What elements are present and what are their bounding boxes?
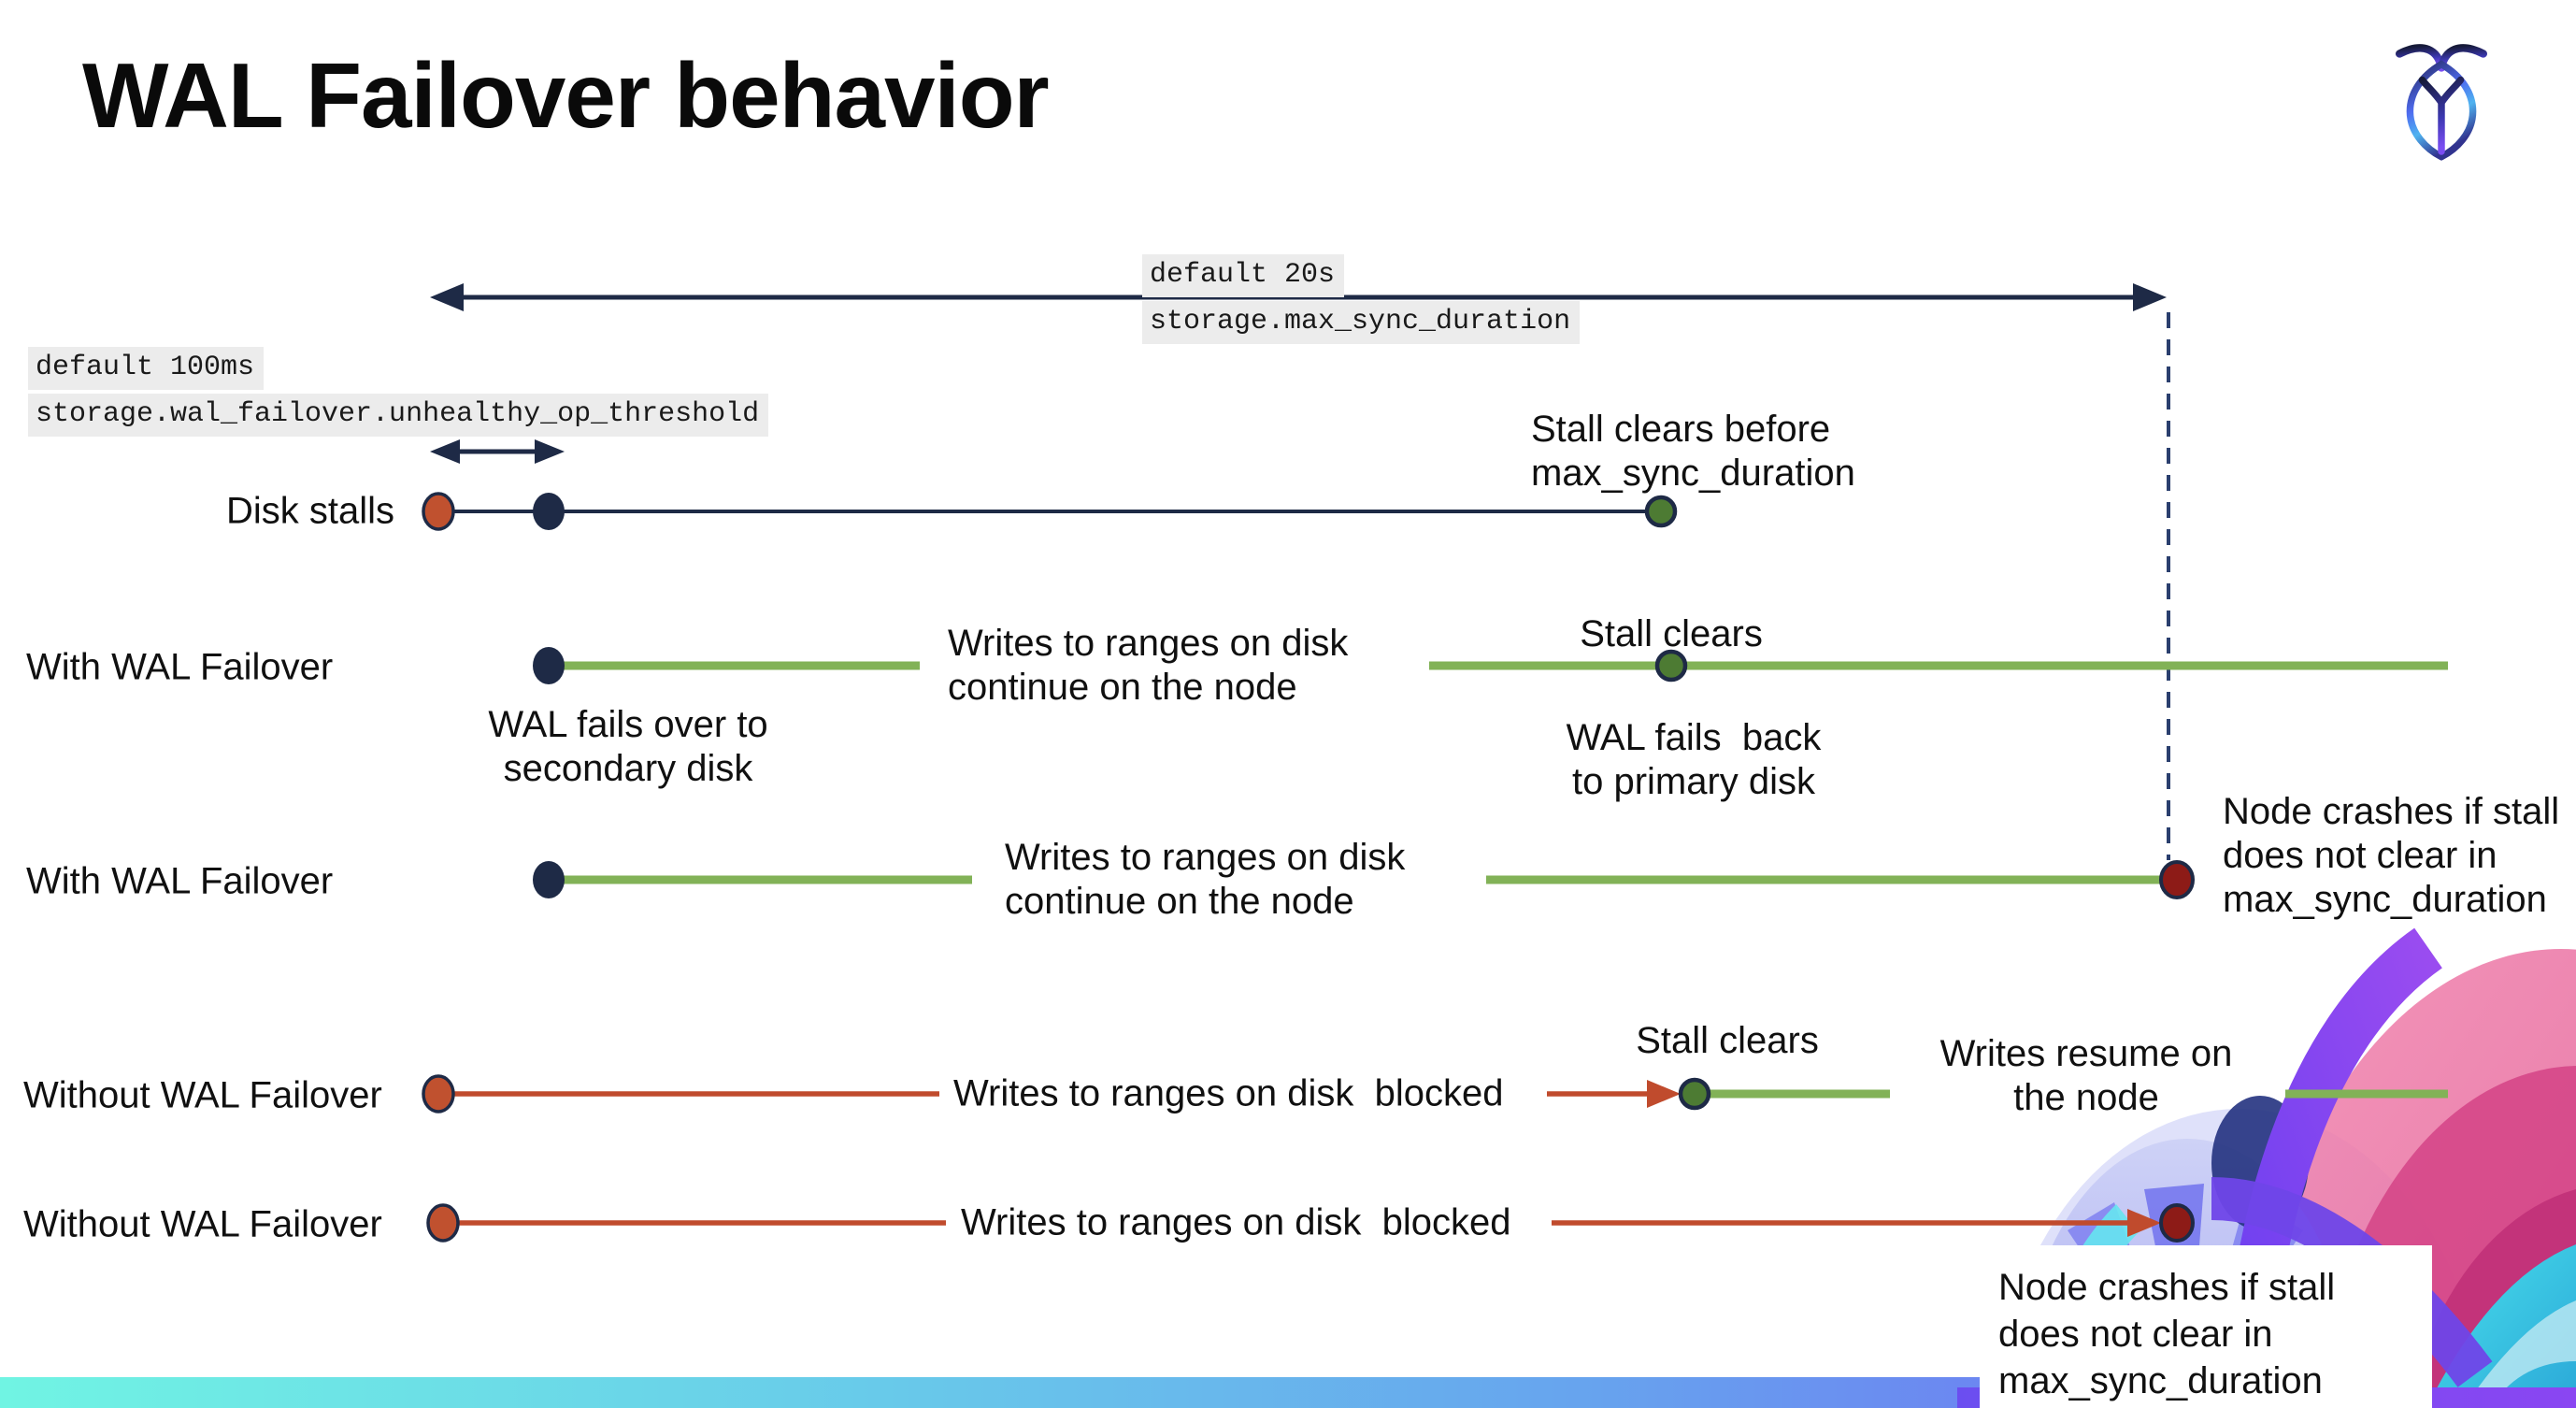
max-sync-duration-label: default 20s storage.max_sync_duration bbox=[1142, 254, 1581, 348]
setting-default-value: default 20s bbox=[1142, 254, 1345, 297]
writes-blocked-label-2: Writes to ranges on disk blocked bbox=[961, 1201, 1511, 1243]
row-label-with-wal-failover-2: With WAL Failover bbox=[26, 860, 334, 902]
page-title: WAL Failover behavior bbox=[82, 44, 1050, 147]
body-outline bbox=[2406, 60, 2477, 161]
setting-name: storage.max_sync_duration bbox=[1142, 301, 1581, 344]
cockroachdb-logo-icon bbox=[2396, 44, 2487, 161]
wal-fails-over-label: WAL fails over to secondary disk bbox=[488, 704, 768, 789]
row-label-without-wal-failover-1: Without WAL Failover bbox=[23, 1074, 382, 1116]
stall-clears-before-label: Stall clears before max_sync_duration bbox=[1531, 409, 1855, 494]
stall-clears-label-2: Stall clears bbox=[1636, 1020, 1819, 1061]
writes-continue-label-1: Writes to ranges on disk continue on the… bbox=[948, 623, 1349, 708]
row-label-without-wal-failover-2: Without WAL Failover bbox=[23, 1203, 382, 1245]
unhealthy-op-threshold-label: default 100ms storage.wal_failover.unhea… bbox=[28, 347, 769, 440]
stall-clears-label-1: Stall clears bbox=[1580, 613, 1763, 654]
writes-continue-label-2: Writes to ranges on disk continue on the… bbox=[1005, 837, 1406, 922]
row-label-disk-stalls: Disk stalls bbox=[226, 490, 395, 532]
node-crashes-callout-box: Node crashes if stall does not clear in … bbox=[1980, 1245, 2432, 1408]
node-crashes-label-2: Node crashes if stall does not clear in … bbox=[1998, 1267, 2336, 1401]
writes-resume-label: Writes resume on the node bbox=[1939, 1033, 2233, 1118]
row-label-with-wal-failover-1: With WAL Failover bbox=[26, 646, 334, 688]
node-crashes-label-1: Node crashes if stall does not clear in … bbox=[2223, 791, 2560, 920]
body-vein bbox=[2418, 76, 2465, 155]
wal-fails-back-label: WAL fails back to primary disk bbox=[1566, 717, 1822, 802]
writes-blocked-label-1: Writes to ranges on disk blocked bbox=[953, 1072, 1504, 1114]
setting-name: storage.wal_failover.unhealthy_op_thresh… bbox=[28, 394, 769, 437]
setting-default-value: default 100ms bbox=[28, 347, 265, 390]
